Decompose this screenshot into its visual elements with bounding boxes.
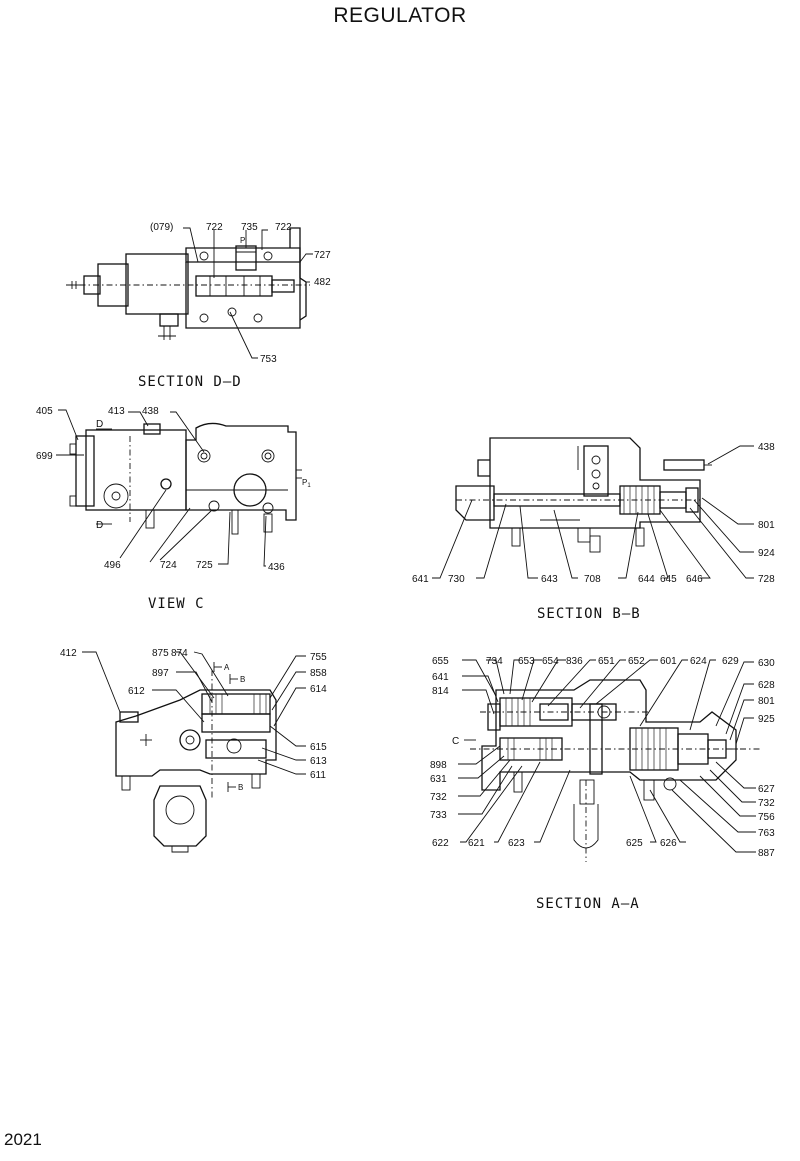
callout-aa-925: 925	[758, 714, 775, 725]
callout-aa-756: 756	[758, 812, 775, 823]
callout-aa-654: 654	[542, 656, 559, 667]
callout-vc-699: 699	[36, 451, 53, 462]
section-dd-drawing	[66, 227, 313, 359]
caption-section-aa: SECTION A—A	[536, 896, 640, 912]
callout-vc-496: 496	[104, 560, 121, 571]
callout-vc-413: 413	[108, 406, 125, 417]
callout-bb-644: 644	[638, 574, 655, 585]
view-c-drawing	[56, 409, 302, 567]
callout-left-613: 613	[310, 756, 327, 767]
callout-dd-735: 735	[241, 222, 258, 233]
callout-aa-624: 624	[690, 656, 707, 667]
callout-bb-730: 730	[448, 574, 465, 585]
callout-aa-653: 653	[518, 656, 535, 667]
callout-dd-727: 727	[314, 250, 331, 261]
callout-bb-643: 643	[541, 574, 558, 585]
callout-aa-763: 763	[758, 828, 775, 839]
caption-view-c: VIEW C	[148, 596, 205, 612]
callout-dd-753: 753	[260, 354, 277, 365]
callout-left-755: 755	[310, 652, 327, 663]
callout-aa-898: 898	[430, 760, 447, 771]
page-number: 2021	[4, 1130, 42, 1149]
callout-aa-733: 733	[430, 810, 447, 821]
callout-left-858: 858	[310, 668, 327, 679]
callout-aa-801: 801	[758, 696, 775, 707]
callout-left-614: 614	[310, 684, 327, 695]
caption-section-dd: SECTION D—D	[138, 374, 242, 390]
callout-aa-630: 630	[758, 658, 775, 669]
callout-bb-708: 708	[584, 574, 601, 585]
callout-bb-641: 641	[412, 574, 429, 585]
callout-aa-625: 625	[626, 838, 643, 849]
callout-dd-722b: 722	[275, 222, 292, 233]
callout-vc-438: 438	[142, 406, 159, 417]
callout-dd-482: 482	[314, 277, 331, 288]
callout-aa-641: 641	[432, 672, 449, 683]
callout-aa-621: 621	[468, 838, 485, 849]
section-bb-drawing	[432, 437, 754, 579]
callout-aa-627: 627	[758, 784, 775, 795]
callout-aa-623: 623	[508, 838, 525, 849]
callout-aa-836: 836	[566, 656, 583, 667]
callout-bb-646: 646	[686, 574, 703, 585]
page-title: REGULATOR	[333, 4, 467, 27]
port-label-p1: P1	[302, 478, 311, 489]
callout-left-611: 611	[310, 770, 326, 781]
callout-dd-722a: 722	[206, 222, 223, 233]
callout-aa-732b: 732	[758, 798, 775, 809]
callout-vc-724: 724	[160, 560, 177, 571]
callout-aa-601: 601	[660, 656, 677, 667]
callout-bb-924: 924	[758, 548, 775, 559]
callout-aa-629: 629	[722, 656, 739, 667]
callout-aa-887: 887	[758, 848, 775, 859]
callout-left-897: 897	[152, 668, 169, 679]
callout-aa-732a: 732	[430, 792, 447, 803]
caption-section-bb: SECTION B—B	[537, 606, 641, 622]
callout-aa-814: 814	[432, 686, 449, 697]
left-section-drawing	[82, 651, 306, 853]
marker-vc-d-bottom: D	[96, 520, 103, 531]
callout-bb-645: 645	[660, 574, 677, 585]
callout-aa-652: 652	[628, 656, 645, 667]
callout-aa-622: 622	[432, 838, 449, 849]
port-label-p: P	[240, 236, 245, 245]
callout-left-612: 612	[128, 686, 145, 697]
callout-aa-628: 628	[758, 680, 775, 691]
marker-aa-c: C	[452, 736, 459, 747]
callout-left-412: 412	[60, 648, 77, 659]
callout-aa-655: 655	[432, 656, 449, 667]
marker-left-a: A	[224, 663, 230, 672]
callout-aa-626: 626	[660, 838, 677, 849]
callout-aa-631: 631	[430, 774, 447, 785]
callout-vc-405: 405	[36, 406, 53, 417]
marker-left-b2: B	[238, 783, 243, 792]
marker-vc-d-top: D	[96, 419, 103, 430]
marker-left-b: B	[240, 675, 245, 684]
callout-bb-728: 728	[758, 574, 775, 585]
callout-left-874: 874	[171, 648, 188, 659]
callout-left-875: 875	[152, 648, 169, 659]
callout-dd-079: (079)	[150, 222, 173, 233]
callout-aa-734: 734	[486, 656, 503, 667]
callout-left-615: 615	[310, 742, 327, 753]
callout-vc-725: 725	[196, 560, 213, 571]
callout-aa-651: 651	[598, 656, 615, 667]
callout-bb-438: 438	[758, 442, 775, 453]
callout-vc-436: 436	[268, 562, 285, 573]
callout-bb-801: 801	[758, 520, 775, 531]
section-aa-drawing	[458, 659, 760, 862]
